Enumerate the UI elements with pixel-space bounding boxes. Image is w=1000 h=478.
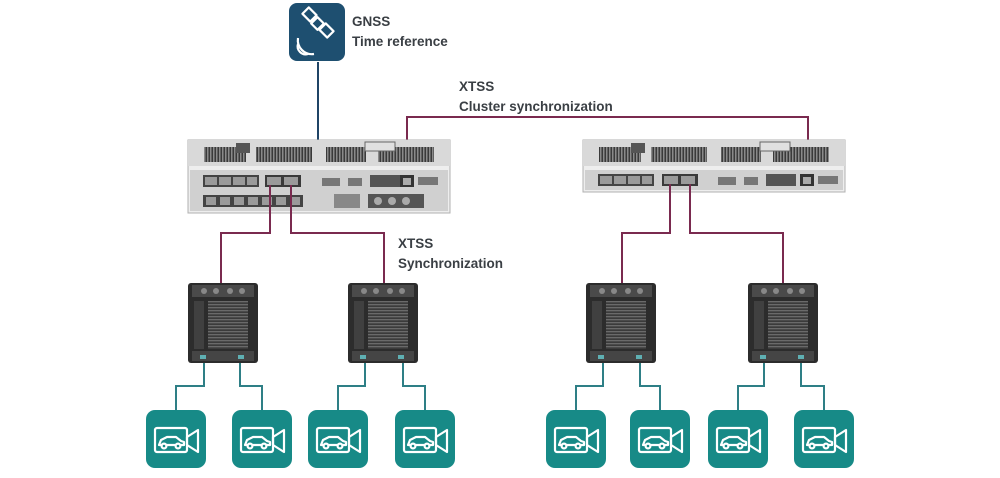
vehicle-camera-icon [146,410,206,468]
camera-5 [546,410,606,468]
edge-node-4 [748,283,818,363]
sync-line-1 [220,185,271,283]
sync-title: XTSS [398,236,434,251]
camera-8 [794,410,854,468]
vehicle-camera-icon [794,410,854,468]
vehicle-camera-icon [630,410,690,468]
server-right [582,139,846,193]
sync-label: XTSS Synchronization [398,234,503,274]
camera-3 [308,410,368,468]
vehicle-camera-icon [708,410,768,468]
camera-6 [630,410,690,468]
camera-1 [146,410,206,468]
cluster-sync-label: XTSS Cluster synchronization [459,77,613,117]
camera-4 [395,410,455,468]
gnss-title: GNSS [352,14,391,29]
edge-node-2 [348,283,418,363]
edge-node-1 [188,283,258,363]
cluster-sync-title: XTSS [459,79,495,94]
camera-links [175,361,825,410]
server-left [187,139,451,214]
sync-line-3 [621,184,671,283]
vehicle-camera-icon [395,410,455,468]
sync-line-2 [290,185,385,283]
gnss-subtitle: Time reference [352,34,448,49]
sync-line-4 [689,184,784,283]
satellite-icon [289,3,345,61]
edge-node-3 [586,283,656,363]
vehicle-camera-icon [308,410,368,468]
camera-7 [708,410,768,468]
camera-2 [232,410,292,468]
sync-subtitle: Synchronization [398,256,504,271]
gnss-label: GNSS Time reference [352,12,448,52]
cluster-sync-subtitle: Cluster synchronization [459,99,613,114]
vehicle-camera-icon [546,410,606,468]
vehicle-camera-icon [232,410,292,468]
